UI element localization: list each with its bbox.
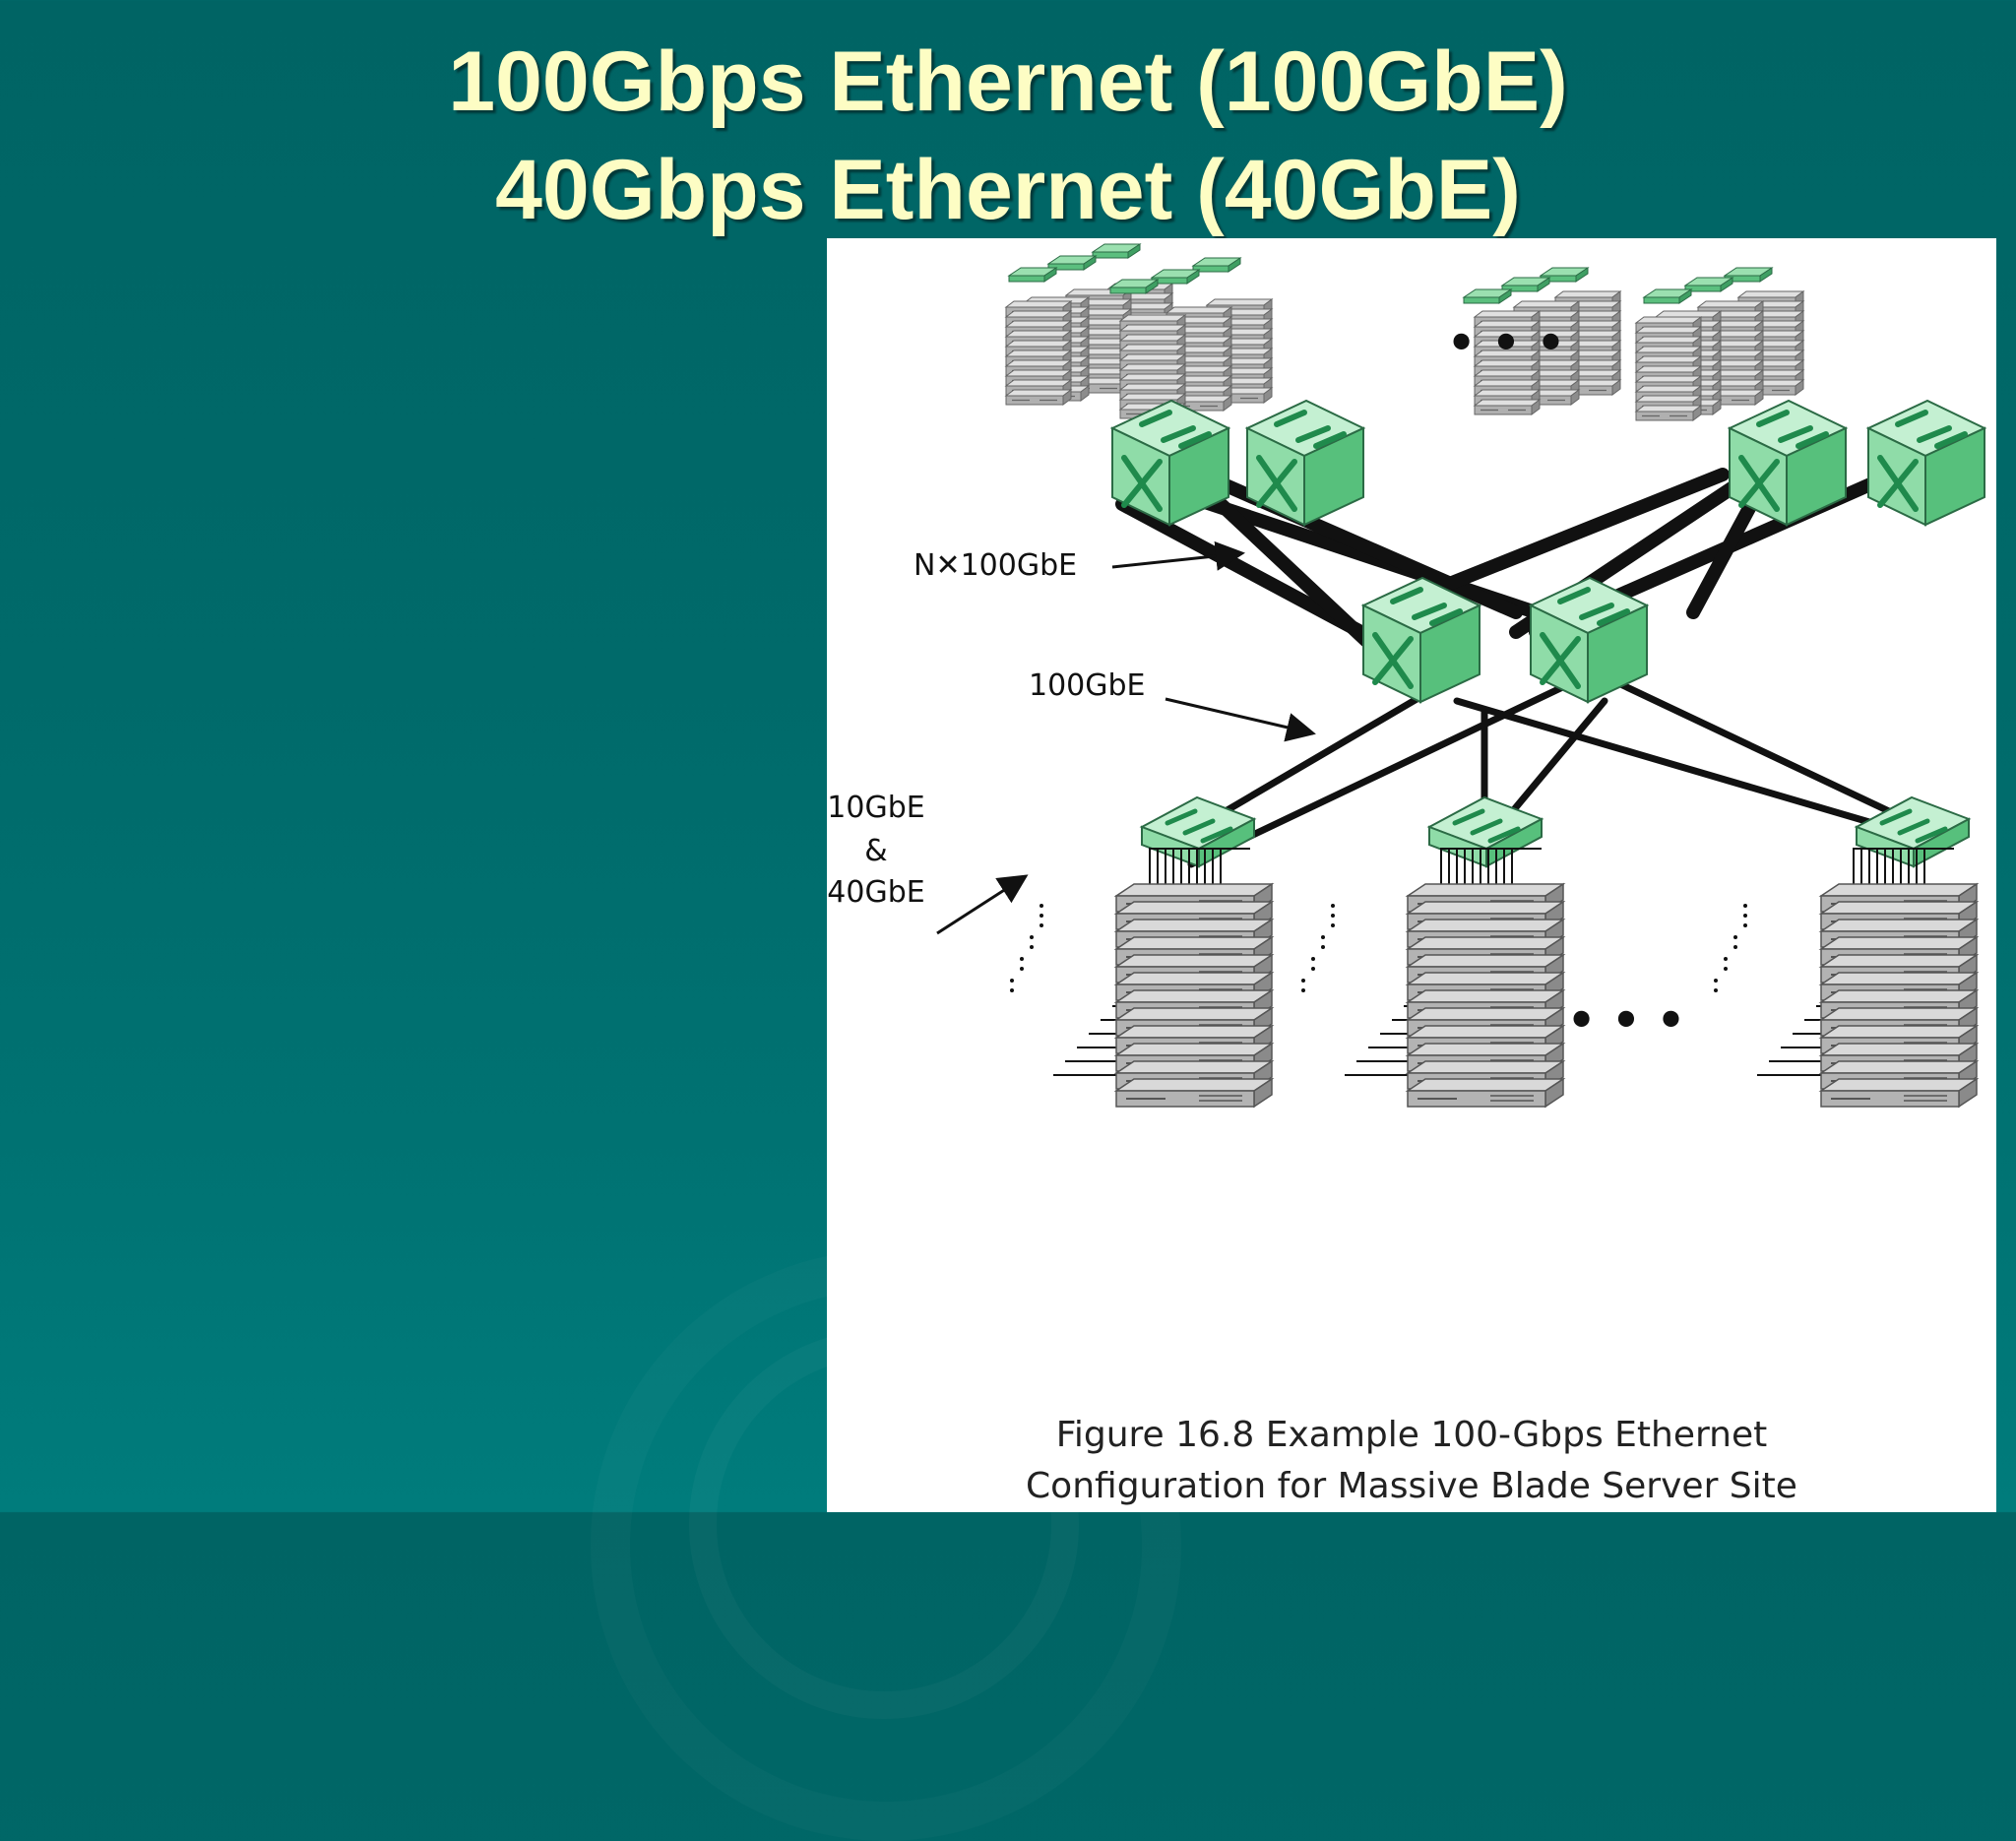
aggregation-switch-1 <box>1112 401 1228 525</box>
arrow-10-40gbe <box>936 874 1029 935</box>
top-server-cluster-2 <box>1109 257 1272 418</box>
aggregation-switch-4 <box>1868 401 1984 525</box>
title-line-2: 40Gbps Ethernet (40GbE) <box>495 143 1521 237</box>
arrow-nx100gbe <box>1111 540 1245 571</box>
network-diagram: • • • <box>827 243 1996 1512</box>
blade-rack-2 <box>1408 884 1563 1107</box>
bottom-ellipsis: • • • <box>1567 993 1685 1047</box>
arrow-100gbe <box>1165 697 1316 742</box>
title-line-1: 100Gbps Ethernet (100GbE) <box>448 34 1568 129</box>
aggregation-switch-2 <box>1247 401 1363 525</box>
caption-line-1: Figure 16.8 Example 100-Gbps Ethernet <box>1055 1415 1768 1455</box>
top-server-cluster-4 <box>1636 267 1803 420</box>
label-100gbe: 100GbE <box>1029 668 1146 703</box>
slide-title: 100Gbps Ethernet (100GbE) 40Gbps Etherne… <box>0 28 2016 244</box>
network-diagram-figure: • • • <box>827 238 1996 1512</box>
top-ellipsis: • • • <box>1447 316 1565 369</box>
caption-line-2: Configuration for Massive Blade Server S… <box>1026 1466 1797 1506</box>
label-nx100gbe: N✕100GbE <box>914 548 1077 583</box>
label-40gbe: 40GbE <box>827 875 924 910</box>
figure-caption: Figure 16.8 Example 100-Gbps Ethernet Co… <box>827 1410 1996 1512</box>
label-10gbe: 10GbE <box>827 791 924 825</box>
aggregation-switch-3 <box>1730 401 1846 525</box>
core-switch-2 <box>1531 578 1647 702</box>
blade-rack-1 <box>1116 884 1272 1107</box>
label-ampersand: & <box>864 834 887 868</box>
edge-switch-2 <box>1429 797 1542 866</box>
edge-switch-3 <box>1857 797 1969 866</box>
cable-dots <box>1010 904 1747 992</box>
core-switch-1 <box>1363 578 1480 702</box>
blade-rack-3 <box>1821 884 1977 1107</box>
